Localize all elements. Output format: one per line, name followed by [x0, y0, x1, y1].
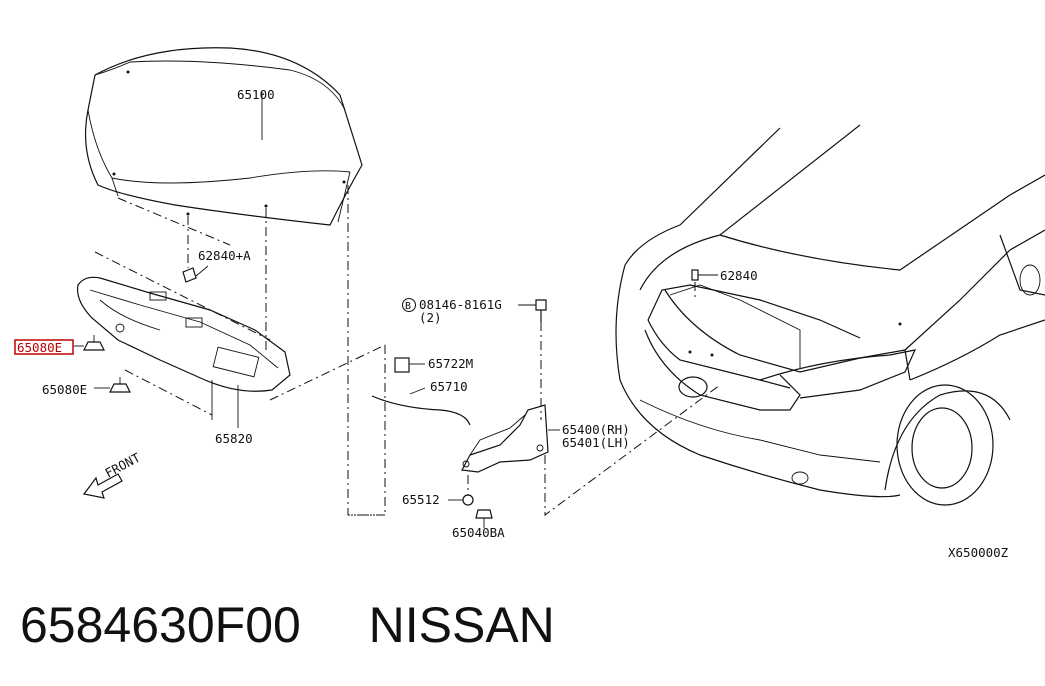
label-bumper: 65040BA	[452, 525, 505, 540]
caption-part-number: 6584630F00	[20, 597, 301, 653]
label-cable: 65710	[430, 379, 468, 394]
label-bolt-qty: (2)	[419, 310, 442, 325]
label-insulator: 65820	[215, 431, 253, 446]
label-bolt-code: B	[405, 301, 411, 312]
hinge-section-drawing	[348, 299, 721, 528]
label-clip-b: 62840	[720, 268, 758, 283]
front-arrow	[82, 473, 123, 499]
label-bolt: 08146-8161G	[419, 297, 502, 312]
car-front-drawing	[615, 124, 1045, 506]
clip-a-drawing	[182, 265, 209, 283]
hood-drawing	[84, 47, 363, 226]
label-front: FRONT	[102, 450, 143, 481]
bolt-code-circle	[402, 298, 416, 312]
caption-brand: NISSAN	[368, 597, 555, 653]
insulator-drawing	[76, 251, 386, 428]
label-highlighted-part[interactable]: 65080E	[17, 340, 62, 355]
parts-diagram: 65100 62840+A 65080E 65080E 65820 B 0814…	[14, 47, 1045, 560]
highlight-box	[14, 339, 74, 355]
label-hinge-rh: 65400(RH)	[562, 422, 630, 437]
label-hood: 65100	[237, 87, 275, 102]
label-clip-a: 62840+A	[198, 248, 251, 263]
label-grommet: 65080E	[42, 382, 87, 397]
label-hinge-lh: 65401(LH)	[562, 435, 630, 450]
label-cable-end: 65722M	[428, 356, 473, 371]
part-caption: 6584630F00 NISSAN	[20, 596, 555, 666]
label-drawing-code: X650000Z	[948, 545, 1009, 560]
grommet-drawing	[74, 335, 131, 393]
label-nut: 65512	[402, 492, 440, 507]
